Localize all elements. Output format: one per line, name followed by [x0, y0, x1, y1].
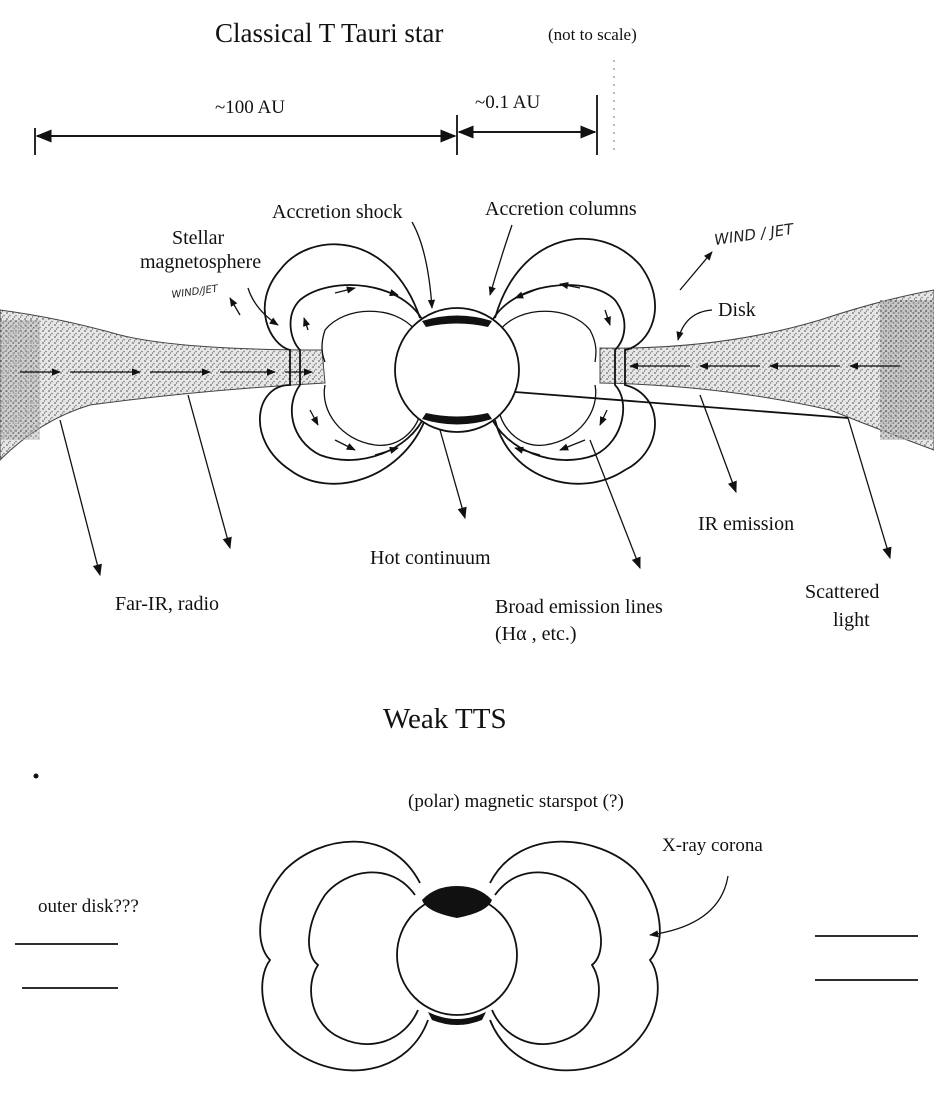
label-accretion-columns: Accretion columns	[485, 198, 637, 220]
magnetosphere-outer-left	[258, 243, 426, 485]
label-ir-emission: IR emission	[698, 513, 794, 535]
accretion-shock-north	[422, 315, 492, 327]
corona-inner-loop	[308, 871, 602, 1045]
label-wind-jet-small: WIND/JET	[171, 283, 220, 301]
label-xray-corona: X-ray corona	[662, 835, 763, 856]
classical-ttauri-title-group: Classical T Tauri star (not to scale)	[215, 18, 637, 48]
column-flow-arrows	[303, 282, 611, 456]
arrow-hot-continuum	[439, 429, 467, 520]
polar-starspot	[422, 886, 492, 918]
label-accretion-shock: Accretion shock	[272, 201, 403, 223]
label-broad-emission: Broad emission lines	[495, 596, 663, 618]
label-polar-starspot: (polar) magnetic starspot (?)	[408, 791, 624, 812]
label-hot-continuum: Hot continuum	[370, 547, 491, 569]
arrow-xray-corona	[649, 875, 729, 938]
classical-ttauri-title: Classical T Tauri star	[215, 18, 443, 48]
accretion-shock-south	[422, 413, 492, 425]
arrow-scattered	[847, 417, 892, 560]
scale-bars: ~100 AU ~0.1 AU	[34, 60, 615, 155]
arrow-far-ir	[59, 419, 102, 577]
label-scattered: Scattered	[805, 581, 879, 603]
scale-label-100au: ~100 AU	[215, 97, 285, 118]
scale-label-01au: ~0.1 AU	[475, 92, 540, 113]
ctts-star	[394, 307, 520, 433]
label-halpha: (Hα , etc.)	[495, 623, 577, 645]
label-stellar: Stellar	[172, 227, 225, 249]
corona-outer-loop	[259, 840, 661, 1072]
label-outer-disk: outer disk???	[38, 896, 139, 917]
disk-left	[0, 309, 326, 461]
label-magnetosphere: magnetosphere	[140, 251, 261, 273]
weak-tts-title: Weak TTS	[383, 703, 507, 735]
magnetosphere-outer-right	[494, 237, 656, 485]
accretion-column-left	[289, 284, 426, 461]
arrow-broad-lines	[589, 439, 641, 570]
not-to-scale-note: (not to scale)	[548, 25, 637, 44]
label-far-ir-radio: Far-IR, radio	[115, 593, 219, 615]
arrow-ir-emission	[699, 394, 737, 494]
label-wind-jet-large: WIND / JET	[713, 220, 796, 249]
south-starspot	[428, 1012, 486, 1025]
label-disk: Disk	[718, 299, 756, 321]
label-light: light	[833, 609, 870, 631]
